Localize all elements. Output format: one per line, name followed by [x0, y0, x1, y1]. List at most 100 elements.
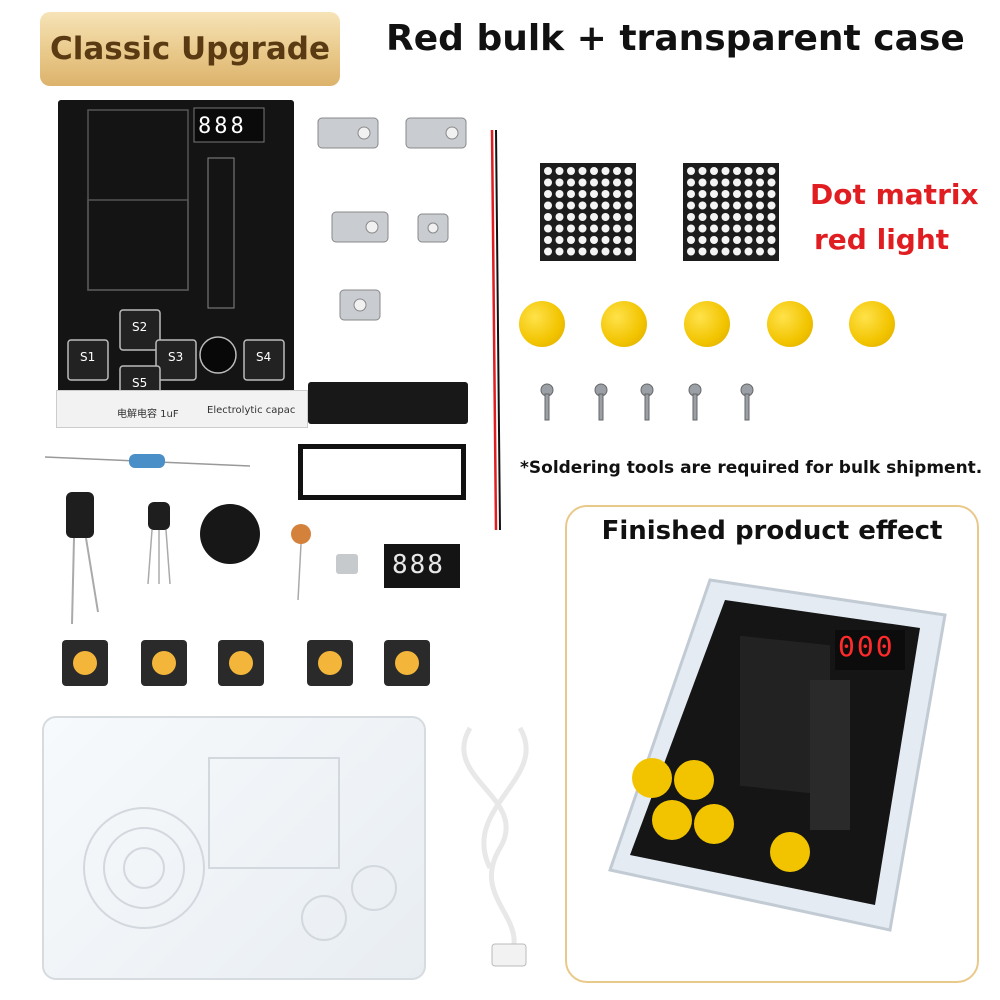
tactile-switch — [62, 640, 108, 686]
matrix-dot — [567, 178, 575, 187]
matrix-dot — [544, 247, 552, 256]
matrix-dot — [767, 213, 776, 221]
tactile-switch — [307, 640, 353, 686]
matrix-dot — [555, 224, 564, 233]
matrix-dot — [744, 213, 753, 221]
finished-product-device — [608, 578, 947, 932]
matrix-dot — [555, 201, 564, 210]
matrix-dot — [624, 190, 633, 198]
matrix-dot — [624, 178, 633, 187]
matrix-dot — [613, 201, 621, 210]
matrix-dot — [601, 247, 610, 256]
matrix-dot — [624, 224, 633, 233]
finished-product-title: Finished product effect — [601, 516, 943, 546]
finished-digit-display: 000 — [838, 630, 895, 663]
pcb-label-s5: S5 — [132, 376, 148, 390]
matrix-dot — [590, 224, 598, 233]
pcb-label-s2: S2 — [132, 320, 148, 334]
matrix-dot — [613, 178, 621, 187]
seven-segment-display: 888 — [384, 544, 460, 588]
matrix-dot — [733, 167, 741, 175]
matrix-dot — [544, 178, 552, 187]
matrix-dot — [710, 178, 718, 187]
paper-text-right: Electrolytic capac — [207, 405, 296, 416]
matrix-dot — [698, 190, 707, 198]
matrix-dot — [698, 167, 707, 175]
matrix-dot — [613, 213, 621, 221]
dot-matrix-label-line2: red light — [814, 223, 950, 256]
matrix-dot — [687, 190, 695, 198]
yellow-button-cap — [519, 301, 565, 347]
matrix-dot — [744, 178, 753, 187]
microcontroller-chip — [308, 382, 468, 424]
resistor — [45, 454, 250, 468]
matrix-dot — [698, 247, 707, 256]
matrix-dot — [744, 247, 753, 256]
matrix-dot — [710, 201, 718, 210]
pcb-digit-display: 888 — [198, 114, 247, 139]
matrix-dot — [590, 213, 598, 221]
matrix-dot — [624, 236, 633, 244]
matrix-dot — [698, 201, 707, 210]
pcb-label-s4: S4 — [256, 350, 272, 364]
matrix-dot — [624, 167, 633, 175]
matrix-dot — [578, 224, 587, 233]
matrix-dot — [601, 167, 610, 175]
matrix-dot — [590, 190, 598, 198]
matrix-dot — [567, 167, 575, 175]
matrix-dot — [544, 236, 552, 244]
matrix-dot — [601, 190, 610, 198]
tactile-switch — [218, 640, 264, 686]
matrix-dot — [687, 213, 695, 221]
matrix-dot — [698, 213, 707, 221]
matrix-dot — [733, 236, 741, 244]
matrix-dot — [698, 236, 707, 244]
matrix-dot — [687, 247, 695, 256]
matrix-dot — [710, 167, 718, 175]
pcb-label-s3: S3 — [168, 350, 184, 364]
matrix-dot — [687, 201, 695, 210]
paper-text-left: 电解电容 1uF — [117, 409, 179, 420]
matrix-dot — [590, 178, 598, 187]
matrix-dot — [601, 236, 610, 244]
matrix-dot — [578, 247, 587, 256]
yellow-button-cap — [849, 301, 895, 347]
matrix-dot — [744, 167, 753, 175]
dot-matrix-label: Dot matrix red light — [810, 172, 979, 262]
matrix-dot — [756, 190, 764, 198]
matrix-dot — [721, 213, 730, 221]
component-paper-strip: 电解电容 1uF Electrolytic capac — [56, 390, 308, 428]
matrix-dot — [687, 167, 695, 175]
matrix-dot — [613, 224, 621, 233]
matrix-dot — [578, 201, 587, 210]
matrix-dot — [710, 190, 718, 198]
matrix-dot — [578, 167, 587, 175]
matrix-dot — [756, 201, 764, 210]
matrix-dot — [767, 190, 776, 198]
matrix-dot — [721, 224, 730, 233]
yellow-button-cap — [767, 301, 813, 347]
matrix-dot — [555, 236, 564, 244]
matrix-dot — [544, 224, 552, 233]
tactile-switch — [141, 640, 187, 686]
matrix-dot — [767, 167, 776, 175]
dot-matrix-modules — [540, 163, 779, 261]
matrix-dot — [721, 236, 730, 244]
matrix-dot — [544, 190, 552, 198]
matrix-dot — [567, 236, 575, 244]
matrix-dot — [624, 213, 633, 221]
matrix-dot — [687, 236, 695, 244]
matrix-dot — [721, 201, 730, 210]
matrix-dot — [687, 178, 695, 187]
yellow-button-cap — [684, 301, 730, 347]
matrix-dot — [601, 224, 610, 233]
matrix-dot — [590, 167, 598, 175]
matrix-dot — [721, 190, 730, 198]
pcb-board: 888 S1 S2 S3 S4 S5 — [58, 100, 294, 404]
matrix-dot — [578, 236, 587, 244]
matrix-dot — [601, 201, 610, 210]
usb-cable — [461, 726, 529, 967]
matrix-dot — [544, 213, 552, 221]
matrix-dot — [756, 213, 764, 221]
matrix-dot — [544, 201, 552, 210]
